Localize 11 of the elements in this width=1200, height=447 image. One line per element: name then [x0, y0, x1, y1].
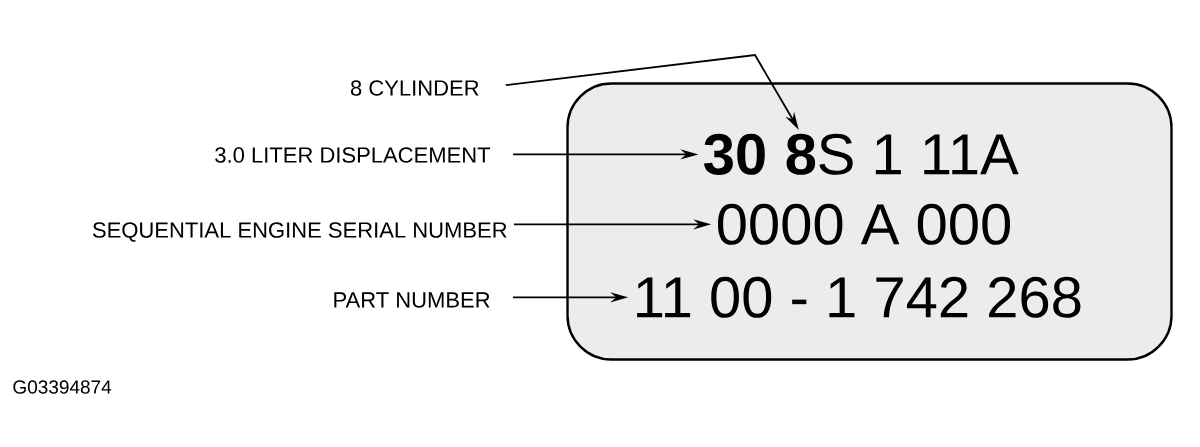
- callout-label: PART NUMBER: [334, 292, 490, 308]
- plate-code: 0000 A 000: [717, 203, 1011, 245]
- plate-code: 30: [704, 133, 765, 175]
- callout-label: 8 CYLINDER: [350, 80, 479, 96]
- figure-number: G03394874: [13, 380, 112, 394]
- plate-code: S 1 11A: [819, 133, 1019, 175]
- plate-code: 8: [786, 133, 816, 175]
- callout-label: SEQUENTIAL ENGINE SERIAL NUMBER: [92, 222, 507, 242]
- callout-label: 3.0 LITER DISPLACEMENT: [215, 147, 491, 163]
- plate-code: 11 00 - 1 742 268: [637, 276, 1081, 318]
- engine-plate: [566, 82, 1173, 361]
